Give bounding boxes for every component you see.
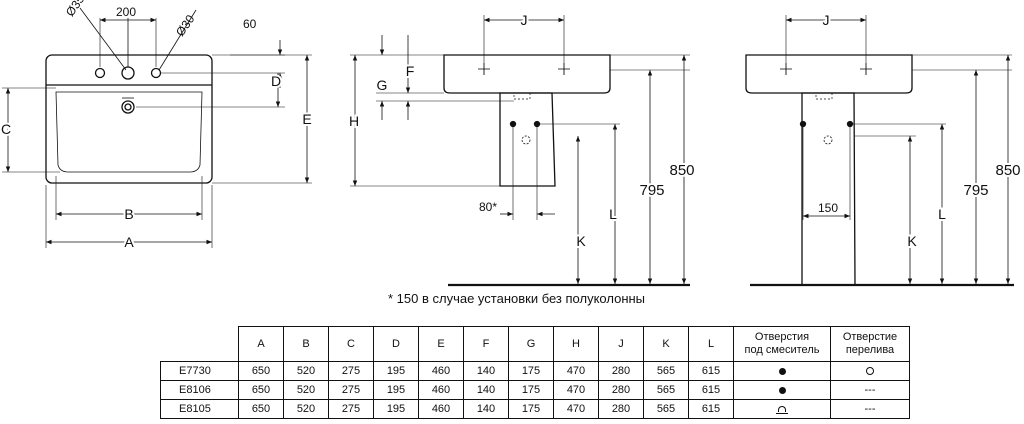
dim-B-label: B: [124, 206, 133, 222]
value-cell: 175: [508, 361, 554, 381]
overflow-cell: ---: [830, 380, 910, 400]
value-cell: 140: [463, 399, 509, 419]
side-view-half-pedestal: [350, 15, 690, 287]
dim-G-label: G: [377, 77, 388, 93]
tap-hole-dot-icon: [778, 386, 786, 394]
value-cell: 280: [598, 380, 644, 400]
value-cell: 565: [643, 380, 689, 400]
value-cell: 275: [328, 399, 374, 419]
dim-H-label: H: [349, 113, 359, 129]
value-cell: 460: [418, 399, 464, 419]
col-header: F: [463, 326, 509, 362]
mixer-header-line2: под смеситель: [744, 344, 820, 356]
model-cell: E7730: [160, 361, 239, 381]
technical-drawing: Ø35 200 Ø30 60 D E C B A: [0, 0, 1023, 287]
tap-hole-dot-icon: [778, 367, 786, 375]
mixer-hole-cell: [733, 361, 831, 381]
mixer-header-line1: Отверстия: [754, 331, 810, 343]
model-cell: E8105: [160, 399, 239, 419]
mixer-holes-header: Отверстия под смеситель: [733, 326, 831, 362]
dia30-label: Ø30: [173, 12, 198, 39]
dim-150-label: 150: [818, 201, 838, 215]
value-cell: 275: [328, 361, 374, 381]
value-cell: 195: [373, 361, 419, 381]
dim-L-label-mid: L: [609, 206, 617, 222]
value-cell: 565: [643, 399, 689, 419]
col-header: H: [553, 326, 599, 362]
top-view: [2, 7, 312, 248]
mixer-hole-cell: [733, 399, 831, 419]
dim-850-label-right: 850: [995, 162, 1020, 179]
table-corner-cell: [160, 326, 239, 362]
col-header: E: [418, 326, 464, 362]
col-header: C: [328, 326, 374, 362]
dim-795-label-right: 795: [963, 182, 988, 199]
dim-J-label-right: J: [823, 12, 830, 28]
overflow-header-line2: перелива: [845, 344, 895, 356]
tap-hole-plug-icon: [776, 406, 788, 415]
value-cell: 470: [553, 361, 599, 381]
col-header: A: [238, 326, 284, 362]
value-cell: 280: [598, 361, 644, 381]
value-cell: 565: [643, 361, 689, 381]
dim-D-label: D: [271, 73, 281, 89]
overflow-cell: [830, 361, 910, 381]
value-cell: 615: [688, 380, 734, 400]
value-cell: 650: [238, 399, 284, 419]
dim-795-label-mid: 795: [639, 182, 664, 199]
value-cell: 460: [418, 380, 464, 400]
value-cell: 650: [238, 361, 284, 381]
dim-C-label: C: [1, 121, 11, 137]
dim-80-label: 80*: [479, 200, 497, 214]
footnote: * 150 в случае установки без полуколонны: [388, 291, 646, 306]
dim-K-label-mid: K: [576, 233, 586, 249]
col-header: J: [598, 326, 644, 362]
value-cell: 615: [688, 361, 734, 381]
dia35-label: Ø35: [63, 0, 88, 19]
dim-200-label: 200: [116, 5, 136, 19]
col-header: B: [283, 326, 329, 362]
dim-E-label: E: [302, 111, 311, 127]
value-cell: 520: [283, 380, 329, 400]
overflow-header-line1: Отверстие: [842, 331, 898, 343]
value-cell: 470: [553, 399, 599, 419]
value-cell: 175: [508, 380, 554, 400]
value-cell: 175: [508, 399, 554, 419]
dim-A-label: A: [124, 234, 134, 250]
model-cell: E8106: [160, 380, 239, 400]
value-cell: 195: [373, 380, 419, 400]
dimensions-table: A B C D E F G H J K L Отверстия под смес…: [160, 326, 910, 419]
value-cell: 460: [418, 361, 464, 381]
value-cell: 195: [373, 399, 419, 419]
dim-L-label-right: L: [938, 206, 946, 222]
col-header: G: [508, 326, 554, 362]
table-header-row: A B C D E F G H J K L Отверстия под смес…: [160, 326, 910, 362]
overflow-header: Отверстие перелива: [830, 326, 910, 362]
side-view-full-pedestal: [745, 15, 1014, 287]
value-cell: 280: [598, 399, 644, 419]
dim-K-label-right: K: [907, 233, 917, 249]
dim-F-label: F: [406, 63, 415, 79]
value-cell: 650: [238, 380, 284, 400]
value-cell: 520: [283, 361, 329, 381]
value-cell: 275: [328, 380, 374, 400]
value-cell: 615: [688, 399, 734, 419]
value-cell: 140: [463, 361, 509, 381]
overflow-cell: ---: [830, 399, 910, 419]
dim-60-label: 60: [243, 17, 257, 31]
value-cell: 140: [463, 380, 509, 400]
value-cell: 470: [553, 380, 599, 400]
dim-850-label-mid: 850: [669, 162, 694, 179]
col-header: K: [643, 326, 689, 362]
col-header: D: [373, 326, 419, 362]
mixer-hole-cell: [733, 380, 831, 400]
value-cell: 520: [283, 399, 329, 419]
dim-J-label-mid: J: [521, 12, 528, 28]
col-header: L: [688, 326, 734, 362]
overflow-ring-icon: [866, 367, 874, 376]
